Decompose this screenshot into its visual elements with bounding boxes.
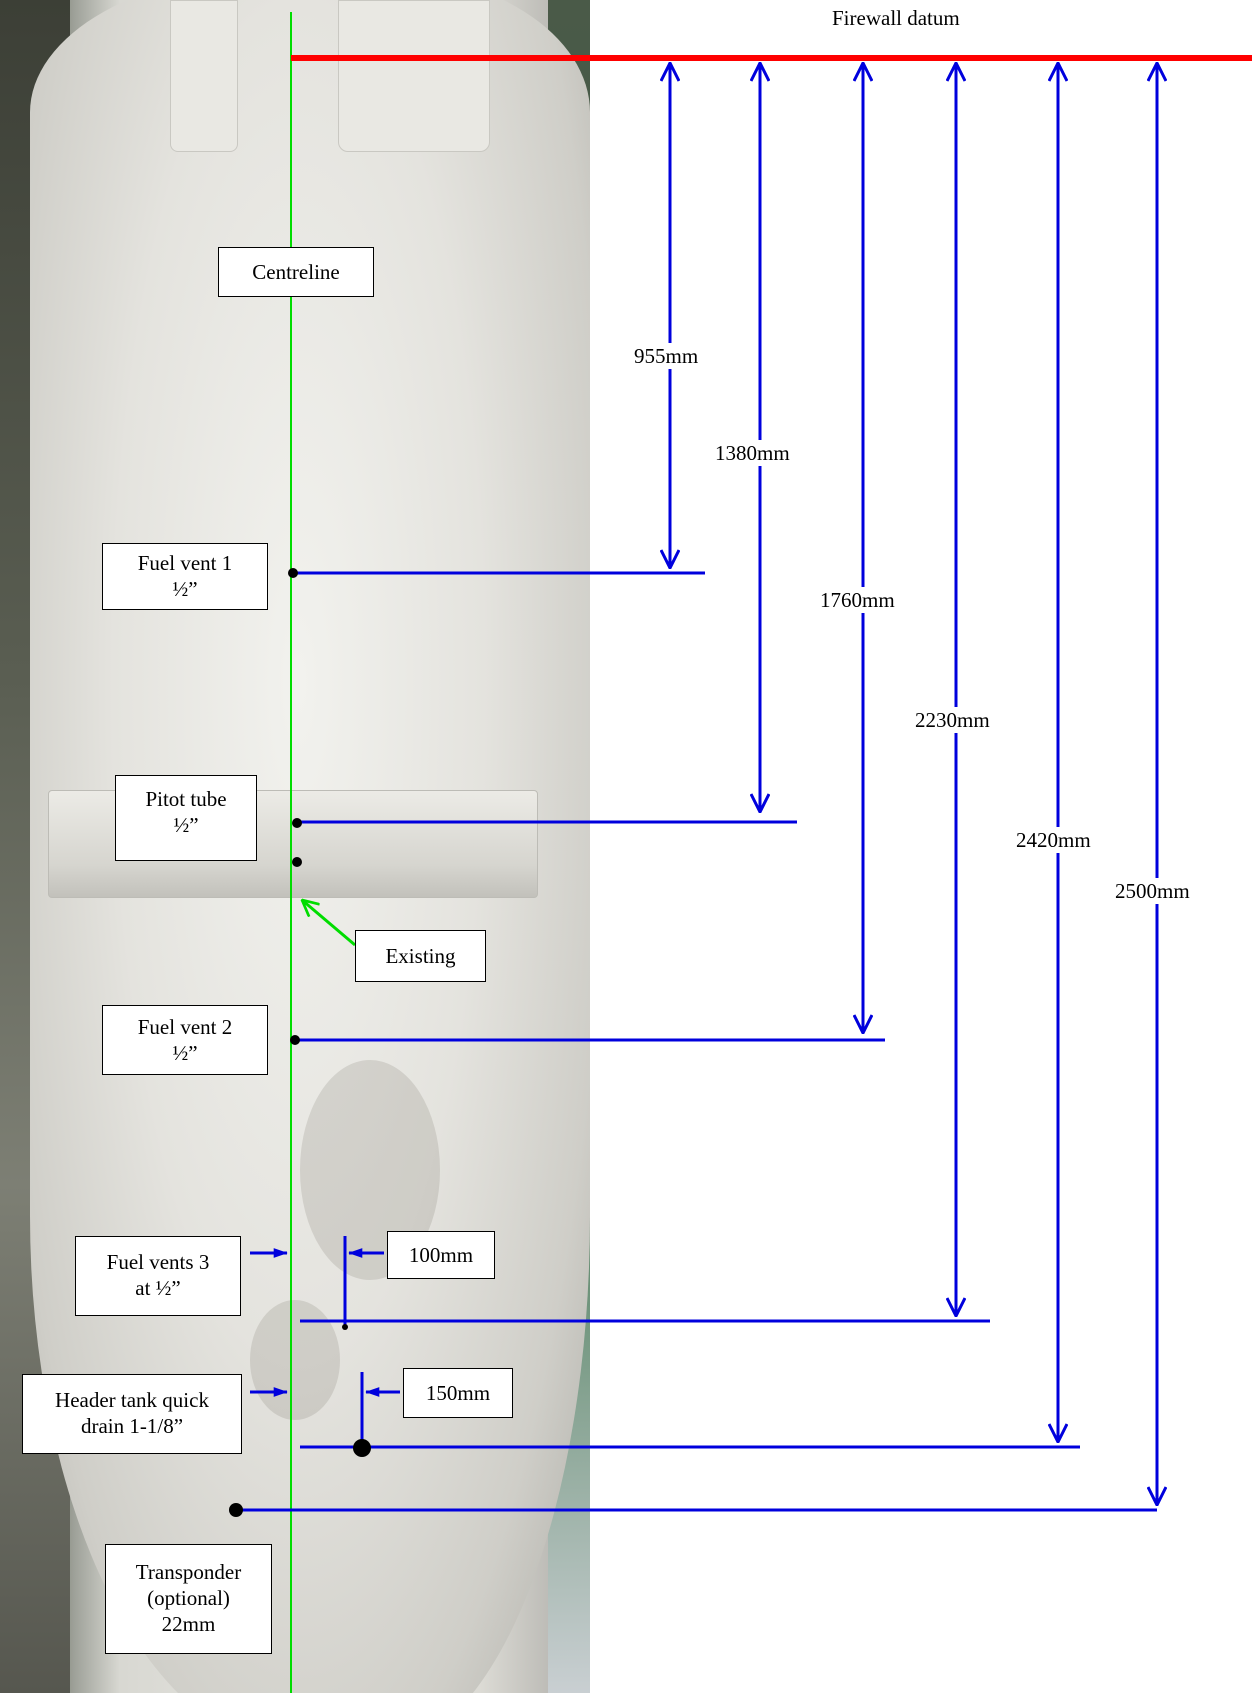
label-text: Centreline: [252, 260, 340, 284]
transponder-label: Transponder (optional) 22mm: [105, 1544, 272, 1654]
dimension-label-2420: 2420mm: [1014, 827, 1093, 853]
dimension-label-2230: 2230mm: [913, 707, 992, 733]
dimension-label-1760: 1760mm: [818, 587, 897, 613]
offset-150-label: 150mm: [403, 1368, 513, 1418]
label-text: Transponder: [135, 1560, 242, 1584]
label-subtext: drain 1-1/8”: [80, 1414, 184, 1438]
top-cutout-right: [338, 0, 490, 152]
datum-title: Firewall datum: [832, 6, 960, 30]
header-tank-label: Header tank quick drain 1-1/8”: [22, 1374, 242, 1454]
label-subtext: ½”: [173, 813, 199, 837]
label-text: 150mm: [425, 1381, 491, 1405]
label-text: Header tank quick: [55, 1388, 209, 1412]
fuel-vent-1-marker: [288, 568, 298, 578]
label-text: Pitot tube: [145, 787, 227, 811]
offset-100-label: 100mm: [387, 1231, 495, 1279]
label-text: 100mm: [408, 1243, 474, 1267]
pitot-existing-marker: [292, 857, 302, 867]
label-subtext: 22mm: [161, 1612, 216, 1636]
existing-pointer: [302, 900, 356, 947]
label-subtext: ½”: [172, 577, 198, 601]
centreline-label: Centreline: [218, 247, 374, 297]
label-subtext: ½”: [172, 1041, 198, 1065]
fuel-vent-2-marker: [290, 1035, 300, 1045]
existing-label: Existing: [355, 930, 486, 982]
top-cutout-left: [170, 0, 238, 152]
label-text: Existing: [385, 944, 456, 968]
dimension-label-1380: 1380mm: [713, 440, 792, 466]
pitot-tube-marker: [292, 818, 302, 828]
fuel-vent-1-label: Fuel vent 1 ½”: [102, 543, 268, 610]
label-text: Fuel vents 3: [106, 1250, 210, 1274]
fuel-vent-2-label: Fuel vent 2 ½”: [102, 1005, 268, 1075]
dimension-label-2500: 2500mm: [1113, 878, 1192, 904]
fuel-vents-3-marker: [342, 1324, 348, 1330]
label-subtext: (optional): [147, 1586, 230, 1610]
label-subtext: at ½”: [135, 1276, 181, 1300]
pitot-tube-label: Pitot tube ½”: [115, 775, 257, 861]
dimension-label-955: 955mm: [632, 343, 701, 369]
label-text: Fuel vent 1: [137, 551, 233, 575]
label-text: Fuel vent 2: [137, 1015, 233, 1039]
fuel-vents-3-label: Fuel vents 3 at ½”: [75, 1236, 241, 1316]
transponder-marker: [229, 1503, 243, 1517]
header-tank-marker: [353, 1439, 371, 1457]
